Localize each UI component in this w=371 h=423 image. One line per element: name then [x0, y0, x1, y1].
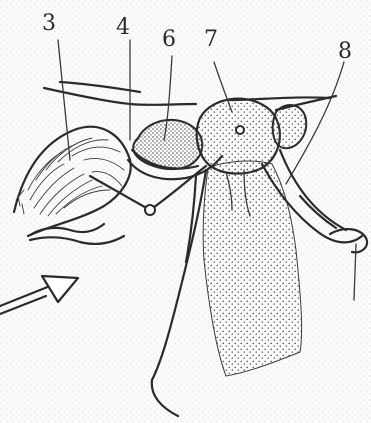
label-8: 8: [338, 39, 352, 64]
junction-dot: [145, 205, 155, 215]
label-4: 4: [116, 15, 130, 40]
structure-7-pivot-dot: [236, 126, 244, 134]
label-3: 3: [42, 11, 56, 36]
label-7: 7: [204, 27, 218, 52]
label-6: 6: [162, 27, 176, 52]
